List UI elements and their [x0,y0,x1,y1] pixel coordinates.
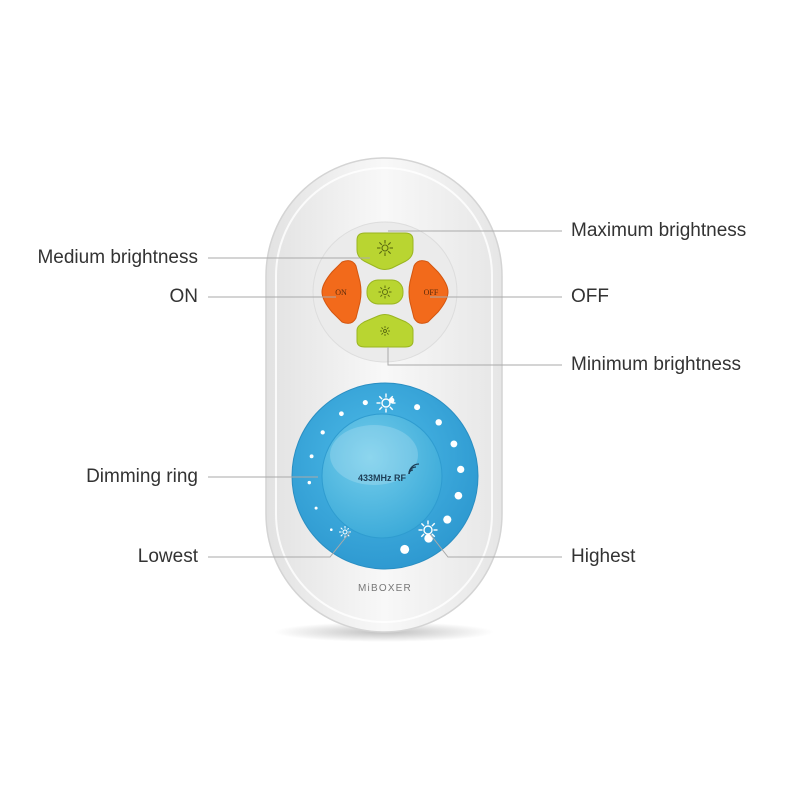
brand-logo: MiBOXER [358,583,412,594]
callout-lowest: Lowest [20,546,198,568]
brightness-dot [339,411,344,416]
brightness-dot [308,481,311,484]
brightness-dot [400,545,409,554]
brightness-dot [321,430,325,434]
off-button-label: OFF [424,288,439,297]
brightness-dot [315,507,318,510]
callout-minimum-brightness: Minimum brightness [571,354,741,376]
brightness-dot [310,454,314,458]
medium-brightness-button[interactable] [367,280,403,304]
brightness-dot [363,400,368,405]
brightness-dot [414,404,420,410]
brightness-dot [450,440,457,447]
brightness-dot [435,419,441,425]
callout-highest: Highest [571,546,635,568]
callout-dimming-ring: Dimming ring [20,466,198,488]
brightness-dot [443,516,451,524]
callout-on: ON [20,286,198,308]
brightness-dot [457,466,464,473]
callout-off: OFF [571,286,609,308]
rf-label: 433MHz RF [358,473,407,483]
brightness-dot [455,492,463,500]
callout-medium-brightness: Medium brightness [20,247,198,269]
brightness-dot [330,528,333,531]
on-button-label: ON [335,288,347,297]
callout-maximum-brightness: Maximum brightness [571,220,746,242]
